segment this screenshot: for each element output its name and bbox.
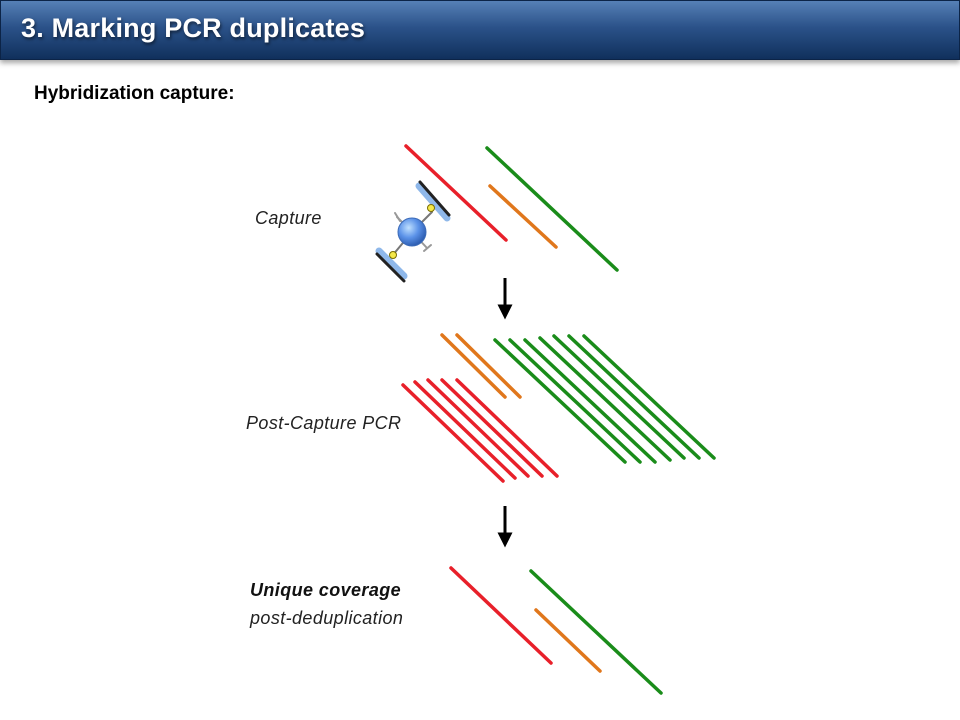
- dedup-green-read: [529, 569, 663, 695]
- capture-bead-icon: [375, 180, 451, 283]
- post-capture-pcr-label: Post-Capture PCR: [246, 413, 402, 433]
- pcr-green-read: [508, 338, 642, 464]
- dedup-orange-read: [534, 608, 602, 673]
- pcr-green-read: [493, 338, 627, 464]
- dedup-reads: [449, 566, 663, 695]
- dedup-red-read: [449, 566, 553, 665]
- pcr-green-read: [552, 334, 686, 460]
- capture-red-read: [404, 144, 508, 242]
- pcr-red-read: [440, 378, 544, 478]
- pcr-orange-read: [455, 333, 522, 399]
- pcr-green-read: [523, 338, 657, 464]
- pcr-orange-read: [440, 333, 507, 399]
- pcr-red-read: [413, 380, 517, 480]
- capture-label: Capture: [255, 208, 322, 228]
- title-bar: 3. Marking PCR duplicates: [0, 0, 960, 60]
- pcr-red-read: [401, 383, 505, 483]
- pcr-green-read: [582, 334, 716, 460]
- section-subtitle: Hybridization capture:: [34, 83, 235, 104]
- pcr-green-read: [538, 336, 672, 462]
- slide-title: 3. Marking PCR duplicates: [21, 13, 366, 43]
- pcr-red-read: [455, 378, 559, 478]
- capture-orange-read: [488, 184, 558, 249]
- pcr-red-read: [426, 378, 530, 478]
- unique-coverage-label: Unique coverage: [250, 580, 402, 600]
- pcr-green-read: [567, 334, 701, 460]
- post-deduplication-label: post-deduplication: [250, 608, 404, 628]
- capture-reads: [404, 144, 619, 272]
- pcr-reads: [401, 333, 716, 483]
- capture-green-read: [485, 146, 619, 272]
